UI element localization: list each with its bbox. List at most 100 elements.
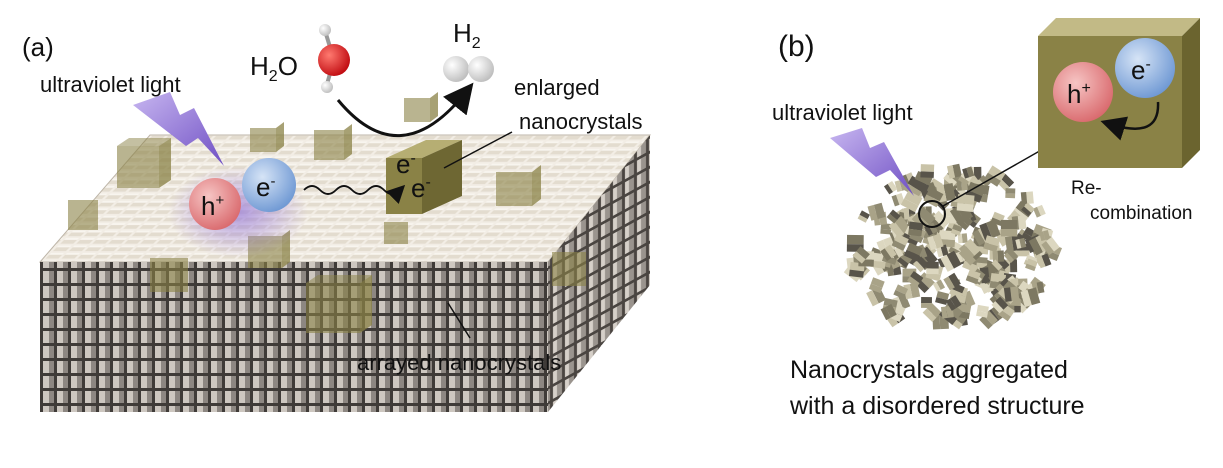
nanocrystal <box>404 92 438 122</box>
cluster-cube <box>926 261 939 275</box>
cluster-cube <box>932 279 946 292</box>
cluster-cube <box>908 221 924 237</box>
cluster-cube <box>921 297 932 308</box>
cluster-cube <box>956 194 975 212</box>
cluster-cube <box>935 244 949 258</box>
caption-line1: Nanocrystals aggregated <box>790 356 1068 384</box>
cluster-cube <box>1020 287 1041 308</box>
enlarged-label-line2: nanocrystals <box>519 109 643 134</box>
cluster-cube <box>943 272 961 291</box>
svg-text:h+: h+ <box>201 191 224 221</box>
nanocrystal <box>496 165 541 206</box>
electron-particle: e- <box>242 158 296 212</box>
reaction-arrow <box>336 82 474 137</box>
cluster-cube <box>880 244 897 262</box>
cluster-cube <box>957 233 968 244</box>
cluster-cube <box>912 256 929 273</box>
nanocrystal <box>314 124 352 160</box>
panel-b-uv-label: ultraviolet light <box>772 100 913 125</box>
cluster-cube <box>867 202 886 221</box>
hole-particle: h+ <box>1053 62 1113 122</box>
cluster-cube <box>893 284 909 300</box>
block-side-face <box>548 135 650 412</box>
cluster-cube <box>965 269 981 285</box>
oxygen-atom <box>318 44 350 76</box>
cluster-cube <box>880 223 892 235</box>
cluster-cube <box>990 211 1005 227</box>
uv-lightning-icon <box>830 128 914 196</box>
hole-particle: h+ <box>189 178 241 230</box>
cluster-cube <box>1015 237 1027 249</box>
electron-transfer-arrow <box>303 184 406 205</box>
cluster-cube <box>911 171 933 193</box>
cluster-cube <box>927 233 944 251</box>
aggregated-nanocrystal-cluster <box>843 163 1063 330</box>
cluster-cube <box>1020 191 1034 205</box>
nanocrystal <box>306 275 372 333</box>
panel-a-label: (a) <box>22 32 54 62</box>
cluster-cube <box>1003 248 1019 264</box>
cluster-cube <box>983 235 1001 253</box>
cluster-cube <box>992 250 1005 263</box>
water-molecule <box>318 24 350 93</box>
hydrogen-label: H2 <box>453 18 481 52</box>
cluster-cube <box>903 242 923 262</box>
cluster-cube <box>883 180 898 195</box>
cluster-cube <box>976 304 989 318</box>
cluster-cube <box>1005 188 1016 199</box>
arrayed-label: arrayed nanocrystals <box>357 350 561 375</box>
cluster-cube <box>911 206 936 231</box>
hydrogen-atom <box>319 24 331 36</box>
cluster-cube <box>945 295 962 311</box>
cluster-cube <box>1036 253 1052 269</box>
cluster-cube <box>880 303 897 321</box>
cluster-cube <box>946 163 962 179</box>
uv-lightning-icon <box>133 92 224 166</box>
recombination-label-line2: combination <box>1090 203 1192 224</box>
cluster-cube <box>897 252 913 268</box>
nanocrystal <box>384 222 408 244</box>
caption-line2: with a disordered structure <box>789 392 1085 420</box>
panel-b-label: (b) <box>778 30 815 63</box>
cluster-cube <box>1025 258 1038 272</box>
water-label: H2O <box>250 51 298 85</box>
nanocrystal <box>117 138 171 188</box>
cluster-cube <box>935 290 950 306</box>
cluster-cube <box>907 271 924 288</box>
recombination-arrow <box>1100 101 1160 141</box>
embedded-nanocrystals <box>68 92 586 333</box>
panel-a-uv-label: ultraviolet light <box>40 72 181 97</box>
cluster-cube <box>1000 219 1018 237</box>
svg-text:e-: e- <box>1131 55 1151 85</box>
cluster-cube <box>991 296 1009 314</box>
cluster-cube <box>886 209 901 224</box>
cluster-cube <box>852 246 870 264</box>
enlarged-leader-line <box>443 131 513 169</box>
cluster-cube <box>962 166 975 179</box>
cluster-cube <box>900 190 923 213</box>
cluster-cube <box>958 238 981 261</box>
electron-particle: e- <box>1115 38 1175 98</box>
svg-text:e-: e- <box>256 172 275 202</box>
nanocrystal <box>250 122 284 152</box>
cluster-cube <box>940 305 954 319</box>
cluster-cube <box>1021 202 1035 217</box>
cluster-cube <box>903 282 921 300</box>
cluster-cube <box>1039 229 1051 242</box>
cluster-cube <box>950 224 963 236</box>
enlarged-label-line1: enlarged <box>514 75 600 100</box>
nanocrystal <box>68 200 98 230</box>
hydrogen-atom <box>321 81 333 93</box>
zoom-circle <box>918 200 946 228</box>
svg-text:h+: h+ <box>1067 79 1091 109</box>
nanocrystal <box>552 252 586 286</box>
recombination-label-line1: Re- <box>1071 178 1102 199</box>
nanocrystal <box>150 258 188 292</box>
cluster-cube <box>920 164 935 178</box>
cluster-cube <box>1041 236 1060 256</box>
cluster-cube <box>868 277 885 294</box>
cluster-cube <box>857 210 870 223</box>
cluster-cube <box>940 250 962 272</box>
panel-a: (a) e- e- <box>22 18 652 412</box>
